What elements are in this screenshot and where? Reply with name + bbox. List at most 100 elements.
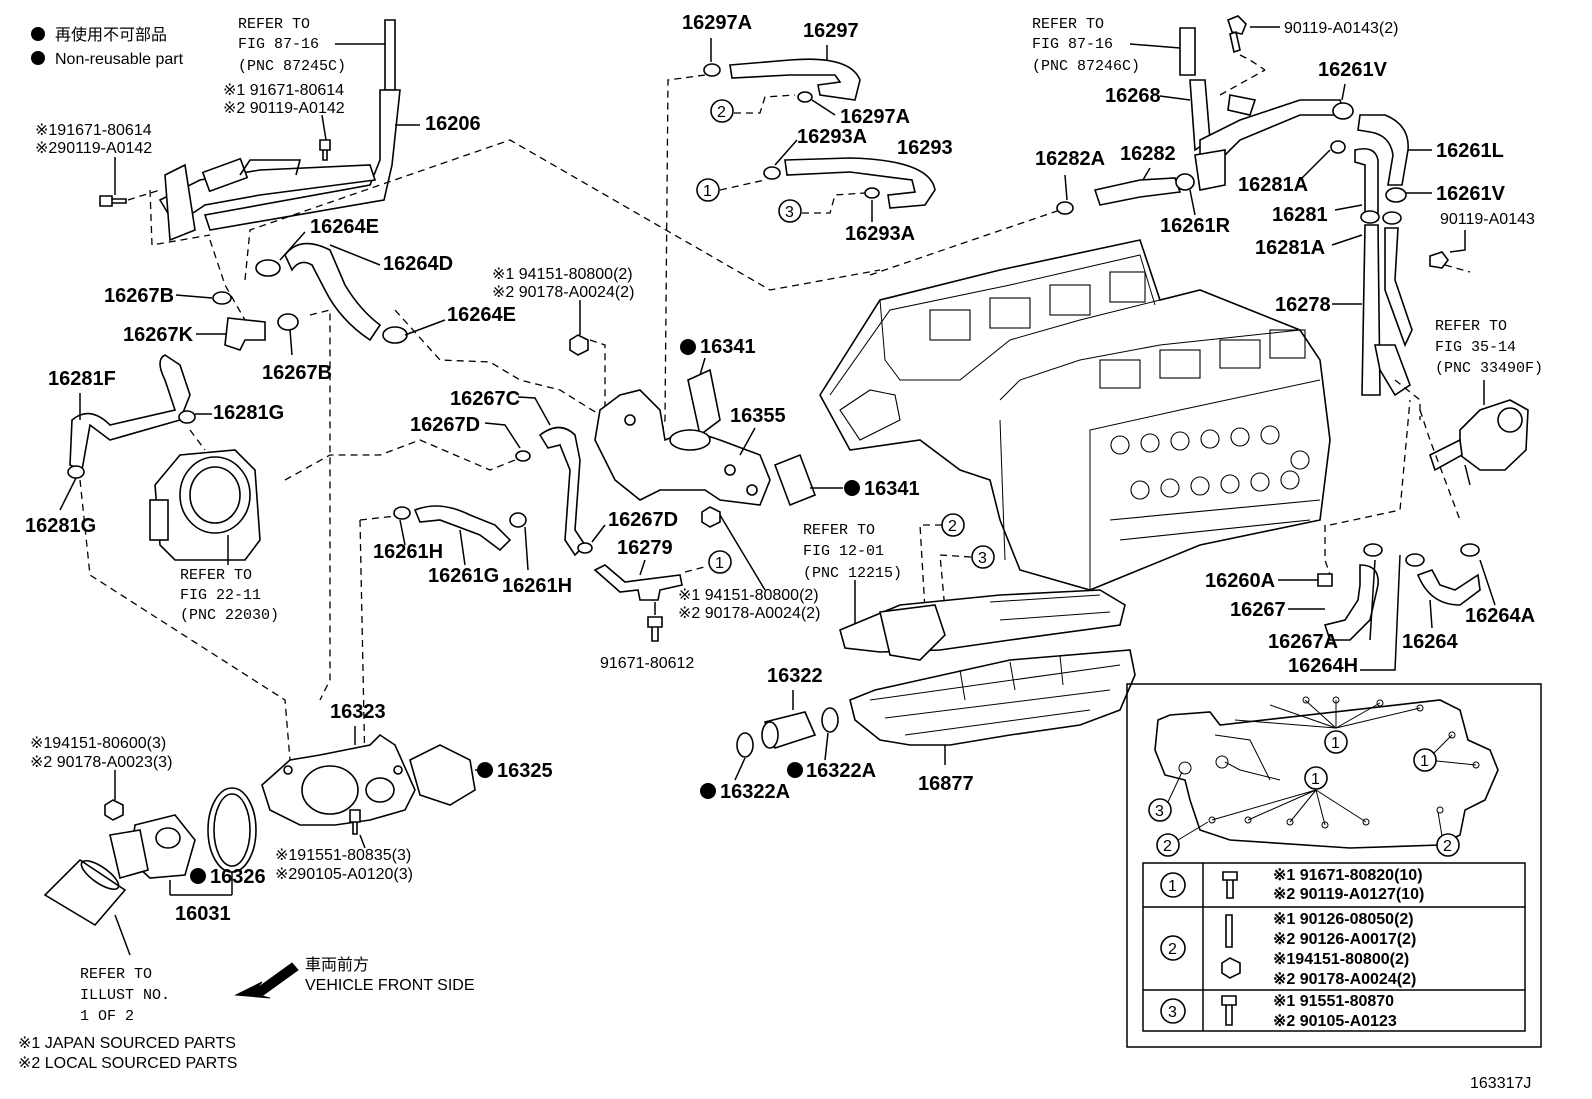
- arrow-front-icon: [234, 962, 299, 999]
- part-callout: 16341: [700, 336, 756, 358]
- bolt-icon: [99, 195, 127, 207]
- circled-number: 3: [785, 204, 794, 221]
- legend-en: Non-reusable part: [55, 51, 184, 68]
- part-callout: ※1 91671-80614: [223, 82, 344, 99]
- bolt-icon: [349, 809, 361, 835]
- table-key: 2: [1168, 941, 1177, 958]
- circled-number: 2: [1163, 838, 1172, 855]
- refer-text: (PNC 22030): [180, 607, 279, 624]
- non-reusable-dot-icon: [31, 27, 45, 41]
- part-callout: 16267A: [1268, 631, 1338, 653]
- circled-number: 2: [948, 518, 957, 535]
- bolt-icon: [1227, 15, 1247, 54]
- hose-16264-drawing: [1416, 569, 1481, 606]
- oil-pan-baffle-drawing: [839, 589, 1126, 661]
- circled-number: 1: [1331, 735, 1340, 752]
- refer-text: REFER TO: [1032, 16, 1104, 33]
- part-callout: 16293: [897, 137, 953, 159]
- circled-number: 1: [1311, 771, 1320, 788]
- water-outlet-16355-drawing: [594, 389, 771, 506]
- part-callout: 16261V: [1436, 183, 1506, 205]
- refer-text: FIG 22-11: [180, 587, 261, 604]
- refer-text: FIG 87-16: [1032, 36, 1113, 53]
- non-reusable-dot-icon: [190, 868, 206, 884]
- bolt-icon: [1222, 871, 1238, 899]
- part-callout: 16355: [730, 405, 786, 427]
- refer-text: 1 OF 2: [80, 1008, 134, 1025]
- part-callout: 16264: [1402, 631, 1458, 653]
- o-ring-drawing: [207, 787, 257, 873]
- nut-icon: [569, 334, 589, 356]
- part-callout: 16261L: [1436, 140, 1504, 162]
- part-callout: 91671-80612: [600, 655, 694, 672]
- table-key: 1: [1168, 878, 1177, 895]
- table-part: ※2 90126-A0017(2): [1273, 931, 1416, 948]
- hose-16267-drawing: [1323, 564, 1379, 641]
- part-callout: 90119-A0143(2): [1284, 20, 1398, 37]
- refer-text: REFER TO: [80, 966, 152, 983]
- part-callout: ※2 90178-A0023(3): [30, 754, 172, 771]
- part-callout: 16261H: [502, 575, 572, 597]
- nut-icon: [701, 506, 721, 528]
- part-callout: 16297: [803, 20, 859, 42]
- hose-16281-drawing: [1354, 147, 1379, 221]
- refer-text: FIG 87-16: [238, 36, 319, 53]
- part-callout: 16281G: [25, 515, 96, 537]
- refer-text: REFER TO: [1435, 318, 1507, 335]
- part-callout: 16326: [210, 866, 266, 888]
- table-part: ※1 91551-80870: [1273, 993, 1394, 1010]
- footnote-1: ※1 JAPAN SOURCED PARTS: [18, 1035, 236, 1052]
- non-reusable-dot-icon: [31, 51, 45, 65]
- footnote-2: ※2 LOCAL SOURCED PARTS: [18, 1055, 237, 1072]
- part-callout: 16325: [497, 760, 553, 782]
- table-part: ※2 90105-A0123: [1273, 1013, 1397, 1030]
- hose-16264D-drawing: [255, 231, 446, 344]
- part-callout: ※2 90178-A0024(2): [678, 605, 820, 622]
- thermostat-16031-drawing: [109, 814, 196, 895]
- hose-16261G-drawing: [413, 505, 512, 552]
- non-reusable-dot-icon: [700, 783, 716, 799]
- refer-fig-12-01: REFER TO FIG 12-01 (PNC 12215): [803, 522, 902, 625]
- tube-16278-drawing: [1361, 224, 1413, 397]
- table-part: ※1 90126-08050(2): [1273, 911, 1414, 928]
- circled-number: 3: [1155, 803, 1164, 820]
- part-callout: 16282A: [1035, 148, 1105, 170]
- water-inlet-16323-drawing: [261, 733, 416, 826]
- part-callout: 16297A: [840, 106, 910, 128]
- water-pipe-16206-drawing: [158, 19, 420, 242]
- nut-icon: [104, 799, 124, 821]
- circled-number: 2: [717, 104, 726, 121]
- circled-number: 1: [715, 555, 724, 572]
- part-callout: 16293A: [845, 223, 915, 245]
- part-callout: ※1 94151-80800(2): [678, 587, 819, 604]
- non-reusable-dot-icon: [787, 762, 803, 778]
- part-callout: 16206: [425, 113, 481, 135]
- refer-fig-87-16-left: REFER TO FIG 87-16 (PNC 87245C): [238, 16, 385, 75]
- part-callout: 16281F: [48, 368, 116, 390]
- refer-text: REFER TO: [238, 16, 310, 33]
- gasket-drawing: [409, 744, 476, 806]
- part-callout: ※194151-80600(3): [30, 735, 166, 752]
- part-callout: ※2 90119-A0142: [223, 100, 345, 117]
- part-callout: 16293A: [797, 126, 867, 148]
- gasket-drawing: [687, 368, 721, 437]
- table-key: 3: [1168, 1004, 1177, 1021]
- hose-16297-drawing: [729, 58, 861, 101]
- part-callout: ※290119-A0142: [35, 140, 152, 157]
- part-callout: 16267D: [608, 509, 678, 531]
- part-callout: 16261V: [1318, 59, 1388, 81]
- non-reusable-dot-icon: [680, 339, 696, 355]
- refer-illust: REFER TO ILLUST NO. 1 OF 2: [80, 966, 170, 1025]
- part-callout: 16282: [1120, 143, 1176, 165]
- part-callout: 16267K: [123, 324, 194, 346]
- oil-cooler-drawing: [1429, 380, 1529, 486]
- table-part: ※2 90119-A0127(10): [1273, 886, 1424, 903]
- circled-number: 1: [703, 183, 712, 200]
- part-callout: 16267B: [262, 362, 332, 384]
- direction-en: VEHICLE FRONT SIDE: [305, 977, 475, 994]
- oil-pan-16877-drawing: [849, 649, 1136, 746]
- part-callout: 16281A: [1238, 174, 1308, 196]
- hose-16267C-drawing: [538, 426, 587, 557]
- refer-text: (PNC 12215): [803, 565, 902, 582]
- part-callout: 16264E: [447, 304, 516, 326]
